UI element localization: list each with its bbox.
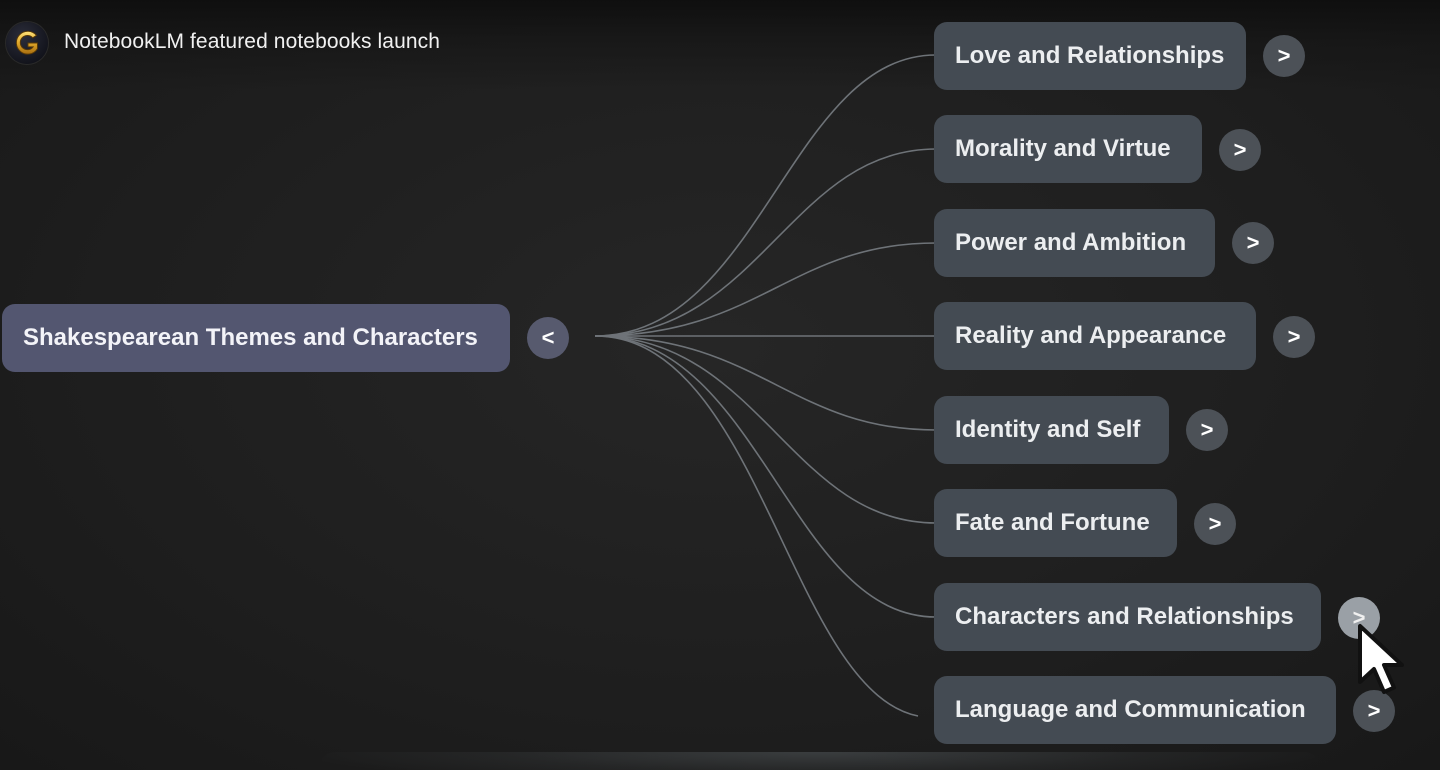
node-label: Love and Relationships (955, 42, 1225, 69)
bottom-panel-edge (320, 752, 1320, 770)
expand-button-love[interactable]: > (1263, 35, 1305, 77)
node-characters-and-relationships[interactable]: Characters and Relationships (934, 583, 1321, 651)
node-label: Morality and Virtue (955, 135, 1171, 162)
g-letter-icon (15, 30, 38, 55)
node-label: Language and Communication (955, 696, 1306, 723)
connector-fate (594, 335, 937, 524)
expand-button-morality[interactable]: > (1219, 129, 1261, 171)
node-love-and-relationships[interactable]: Love and Relationships (934, 22, 1246, 90)
node-label: Reality and Appearance (955, 322, 1227, 349)
node-label: Power and Ambition (955, 229, 1187, 256)
node-label: Characters and Relationships (955, 603, 1294, 630)
connector-love (594, 54, 937, 337)
node-reality-and-appearance[interactable]: Reality and Appearance (934, 302, 1256, 370)
connector-morality (594, 148, 937, 337)
expand-button-reality[interactable]: > (1273, 316, 1315, 358)
node-label: Fate and Fortune (955, 509, 1150, 536)
node-morality-and-virtue[interactable]: Morality and Virtue (934, 115, 1202, 183)
expand-button-language[interactable]: > (1353, 690, 1395, 732)
connector-characters (594, 335, 937, 618)
connector-identity (594, 335, 937, 431)
channel-logo-icon[interactable] (6, 22, 48, 64)
node-fate-and-fortune[interactable]: Fate and Fortune (934, 489, 1177, 557)
collapse-button[interactable]: < (527, 317, 569, 359)
expand-button-characters[interactable]: > (1338, 597, 1380, 639)
expand-button-identity[interactable]: > (1186, 409, 1228, 451)
connector-language (594, 335, 919, 717)
connector-power (594, 242, 937, 337)
node-language-and-communication[interactable]: Language and Communication (934, 676, 1336, 744)
expand-button-power[interactable]: > (1232, 222, 1274, 264)
node-power-and-ambition[interactable]: Power and Ambition (934, 209, 1215, 277)
node-identity-and-self[interactable]: Identity and Self (934, 396, 1169, 464)
root-node-label: Shakespearean Themes and Characters (23, 324, 478, 351)
root-node[interactable]: Shakespearean Themes and Characters (2, 304, 510, 372)
node-label: Identity and Self (955, 416, 1141, 443)
expand-button-fate[interactable]: > (1194, 503, 1236, 545)
video-title[interactable]: NotebookLM featured notebooks launch (64, 30, 441, 53)
